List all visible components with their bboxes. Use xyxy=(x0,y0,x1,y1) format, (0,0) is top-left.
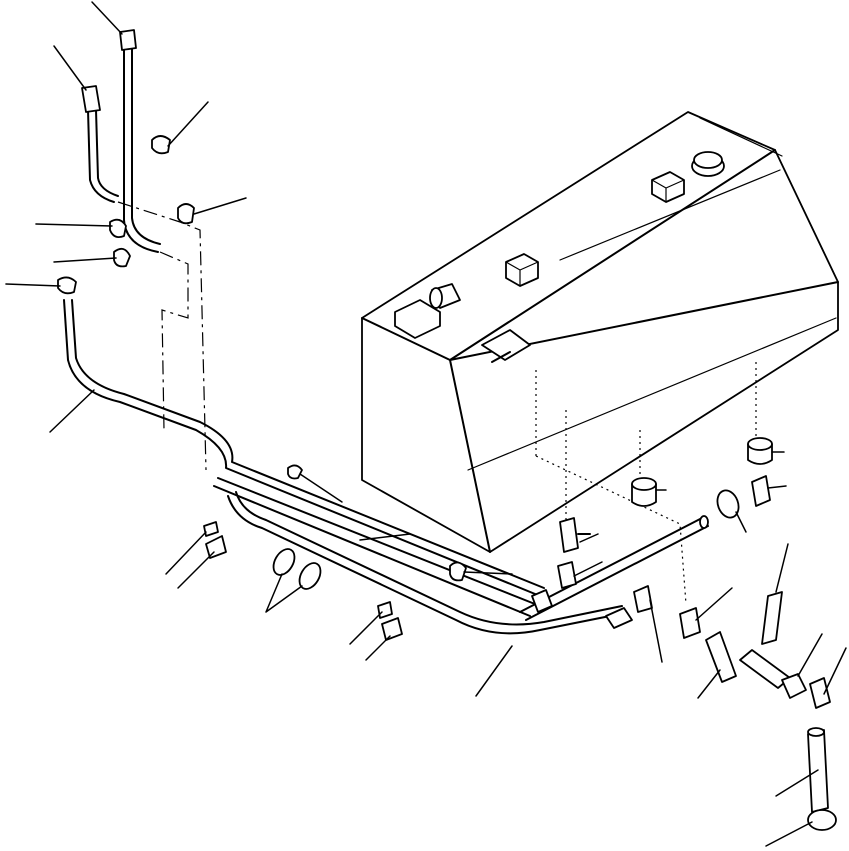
vent-tube xyxy=(429,283,461,309)
fuel-line-long-b xyxy=(213,477,623,697)
clip-lower xyxy=(365,617,403,661)
fuel-line-long-a xyxy=(49,299,545,597)
routing-line-2 xyxy=(159,251,189,431)
filler-cap xyxy=(691,151,725,177)
bolt-left xyxy=(165,521,219,575)
hose-clamp xyxy=(716,489,747,533)
filter-base xyxy=(765,809,837,847)
end-valve xyxy=(809,647,847,709)
sender-block-upper xyxy=(651,171,685,203)
coupler xyxy=(781,633,823,699)
tie-straps xyxy=(265,548,322,613)
return-hose-upper xyxy=(53,45,119,203)
elbow-fitting-a xyxy=(557,561,603,589)
supply-hose-upper xyxy=(91,1,161,253)
hose-end-fittings xyxy=(531,589,633,629)
tee-fitting xyxy=(679,587,733,639)
fitting-left-b xyxy=(53,247,131,268)
mount-pad xyxy=(394,299,441,339)
bushing-a xyxy=(631,477,667,507)
elbow-fitting-b xyxy=(633,585,663,663)
fitting-left-c xyxy=(5,276,77,295)
bracket-right xyxy=(761,543,789,645)
fuel-line-long-c xyxy=(519,515,709,621)
fitting-right xyxy=(751,475,787,507)
clamp-center xyxy=(449,561,513,582)
filter-tube xyxy=(775,727,829,813)
fitting-left-a xyxy=(35,218,127,239)
bushing-b xyxy=(747,437,785,465)
connector-tube-a xyxy=(697,631,737,699)
routing-line-1 xyxy=(117,201,207,471)
sender-block-lower xyxy=(505,253,539,287)
bolt-lower xyxy=(349,601,393,645)
drain-valve xyxy=(559,517,599,553)
bolt-center xyxy=(287,464,343,503)
clip-left xyxy=(177,535,227,589)
clamp-upper-b xyxy=(177,197,247,225)
mounting-bracket xyxy=(481,329,531,363)
clamp-upper-a xyxy=(151,101,209,155)
